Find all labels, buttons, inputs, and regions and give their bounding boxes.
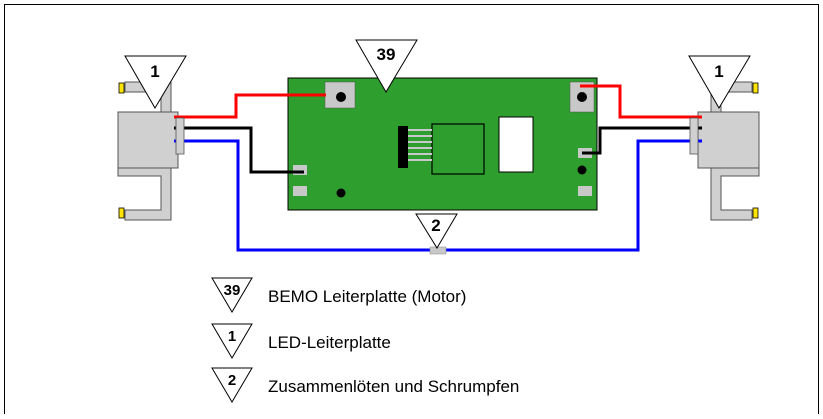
callout-led-right-label: 1: [714, 62, 723, 81]
pcb-hole-right: [577, 165, 587, 175]
pcb-pad-low-left: [293, 186, 307, 196]
callout-led-right: 1: [688, 55, 751, 109]
wire-red-right: [580, 84, 702, 119]
led-left-terminal-top: [118, 82, 125, 94]
callout-board: 39: [355, 39, 418, 93]
led-left-wire-terminals: [175, 117, 185, 155]
wire-blue-right: [444, 139, 702, 252]
pcb-hole-top-left: [336, 92, 346, 102]
callout-solder-joint: 2: [415, 213, 458, 249]
callout-triangle-icon: [355, 39, 418, 93]
led-right-terminal-bottom: [752, 207, 759, 219]
led-board-left: [117, 81, 179, 221]
callout-led-left: 1: [124, 55, 187, 109]
pcb-connector-pins: [408, 129, 432, 161]
pcb-hole-bottom-left: [336, 188, 346, 198]
led-left-terminal-bottom: [118, 207, 125, 219]
pcb-pad-low-right: [578, 186, 592, 196]
legend-item: 2 Zusammenlöten und Schrumpfen: [211, 367, 519, 403]
legend-item: 1 LED-Leiterplatte: [211, 323, 391, 359]
led-right-body: [697, 111, 760, 169]
diagram-frame: [4, 4, 819, 419]
wires: [174, 84, 702, 252]
legend-marker: 2: [228, 372, 236, 389]
legend-text: LED-Leiterplatte: [268, 333, 391, 352]
legend-triangle-icon: [211, 277, 253, 313]
callout-solder-joint-label: 2: [431, 216, 440, 235]
motor-circuit-board: [287, 77, 598, 211]
callout-triangle-icon: [688, 55, 751, 109]
legend-triangle-icon: [211, 367, 253, 403]
led-right-wire-terminals: [689, 117, 699, 155]
pcb-pad-mid-left: [293, 165, 307, 175]
led-board-right: [697, 81, 760, 221]
legend-triangle-icon: [211, 323, 253, 359]
legend-text: Zusammenlöten und Schrumpfen: [268, 377, 519, 396]
callout-led-left-label: 1: [150, 62, 159, 81]
wire-black-right: [582, 126, 702, 155]
led-left-body: [117, 111, 179, 169]
wire-black-left: [174, 126, 304, 174]
pcb-connector-black: [398, 126, 408, 168]
legend-text: BEMO Leiterplatte (Motor): [268, 287, 466, 306]
legend: 39 BEMO Leiterplatte (Motor) 1 LED-Leite…: [211, 277, 519, 403]
wire-blue-left: [174, 139, 432, 252]
pcb-white-chip: [498, 116, 534, 173]
led-right-terminal-top: [752, 82, 759, 94]
callout-triangle-icon: [415, 213, 458, 249]
legend-marker: 1: [228, 328, 236, 345]
legend-item: 39 BEMO Leiterplatte (Motor): [211, 277, 466, 313]
callout-triangle-icon: [124, 55, 187, 109]
legend-marker: 39: [224, 282, 241, 299]
solder-joint-sleeve: [429, 246, 447, 255]
pcb-hole-top-right: [577, 92, 587, 102]
callout-board-label: 39: [377, 45, 396, 64]
wire-red-left: [174, 93, 326, 119]
